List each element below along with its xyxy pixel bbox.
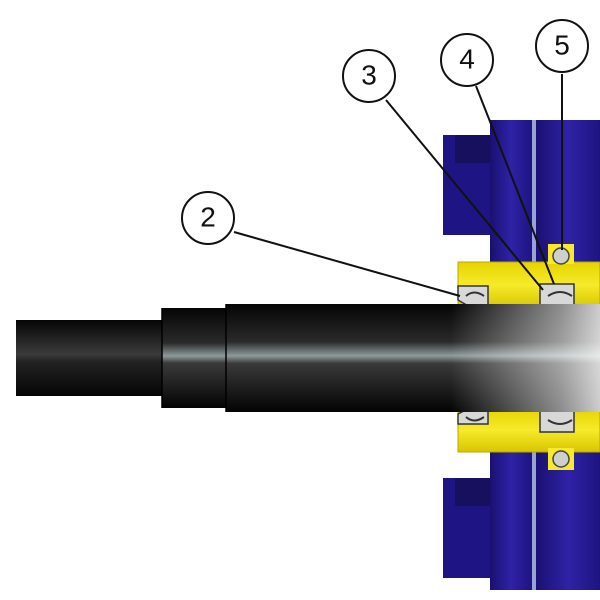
shaft-step: [162, 308, 232, 408]
o-ring-bottom: [552, 450, 570, 468]
shaft-end-stub: [16, 320, 168, 396]
o-ring-top: [552, 247, 570, 265]
housing-bottom: [443, 450, 600, 590]
leader-line-4: [475, 85, 555, 285]
housing-flange-bottom-left: [490, 450, 532, 590]
callout-label-4: 4: [459, 43, 475, 74]
callout-2: 2: [181, 191, 235, 245]
shaft: [16, 304, 600, 412]
housing-gap-bottom: [532, 450, 536, 590]
callout-3: 3: [342, 49, 396, 103]
housing-flange-top-left: [490, 120, 532, 270]
shaft-highlight: [226, 304, 600, 412]
housing-bolt-top-face: [455, 135, 493, 163]
callout-5: 5: [535, 19, 589, 73]
housing-top: [443, 120, 600, 270]
callout-4: 4: [440, 33, 494, 87]
rod-seal-top: [539, 283, 575, 308]
leader-line-2: [233, 231, 461, 297]
leader-lines: [233, 74, 563, 297]
housing-bolt-bottom-face: [455, 478, 493, 506]
callout-label-2: 2: [200, 201, 216, 232]
housing-flange-bottom-right: [536, 450, 600, 590]
housing-gap-top: [532, 120, 536, 270]
callout-label-3: 3: [361, 59, 377, 90]
leader-line-3: [385, 99, 544, 291]
callout-label-5: 5: [554, 29, 570, 60]
wiper-seal-top: [457, 285, 489, 308]
